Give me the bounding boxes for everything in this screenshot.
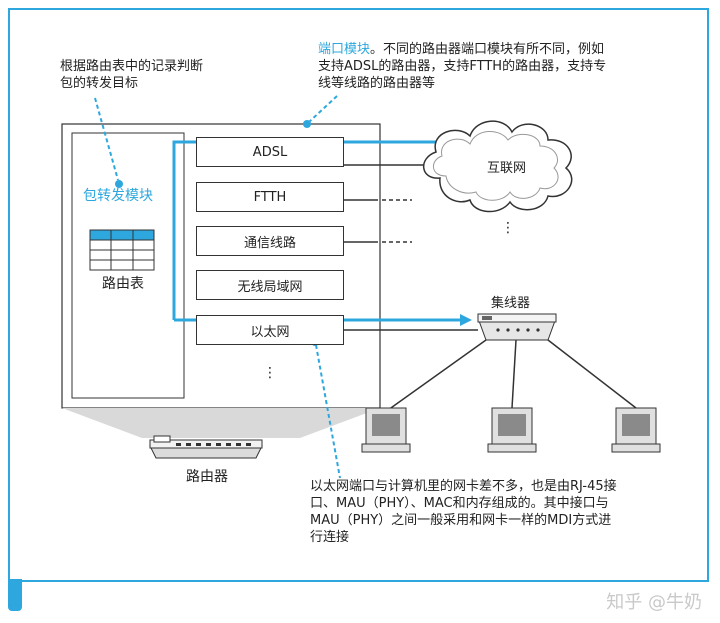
port-note-line3: 线等线路的路由器等 <box>318 76 436 91</box>
forward-note-dot <box>115 180 123 188</box>
port-wireless-lan: 无线局域网 <box>196 270 344 300</box>
hub-icon <box>477 313 557 341</box>
diagram-frame <box>8 8 709 582</box>
port-ftth: FTTH <box>196 182 344 212</box>
router-label: 路由器 <box>186 469 228 485</box>
port-leased-line: 通信线路 <box>196 226 344 256</box>
frame-tab <box>8 579 22 611</box>
ethernet-note-line2: 口、MAU（PHY）、MAC和内存组成的。其中接口与 <box>310 496 609 511</box>
port-note-line2: 支持ADSL的路由器，支持FTTH的路由器，支持专 <box>318 59 607 74</box>
internet-label: 互联网 <box>487 161 527 176</box>
computer-icon <box>611 407 661 453</box>
forward-note-line2: 包的转发目标 <box>60 76 139 91</box>
router-device-icon <box>149 435 263 459</box>
watermark: 知乎 @牛奶 <box>606 592 702 613</box>
port-ethernet: 以太网 <box>196 315 344 345</box>
port-adsl: ADSL <box>196 137 344 167</box>
ethernet-note-line4: 行连接 <box>310 530 350 545</box>
port-label: 无线局域网 <box>237 279 303 295</box>
internet-more-dots: ⋮ <box>501 220 515 236</box>
ethernet-note-line3: MAU（PHY）之间一般采用和网卡一样的MDI方式进 <box>310 513 612 528</box>
path-arrow-hub <box>460 314 472 326</box>
hub-label: 集线器 <box>491 296 531 311</box>
computer-icon <box>487 407 537 453</box>
routing-table-label: 路由表 <box>102 276 144 292</box>
forwarding-module-label: 包转发模块 <box>83 188 153 204</box>
port-note-line1-rest: 。不同的路由器端口模块有所不同，例如 <box>370 42 605 57</box>
forward-note-line1: 根据路由表中的记录判断 <box>60 59 204 74</box>
cloud-icon <box>423 120 573 213</box>
port-note-line1: 端口模块。不同的路由器端口模块有所不同，例如 <box>318 41 604 58</box>
ethernet-note-line1: 以太网端口与计算机里的网卡差不多，也是由RJ-45接 <box>310 479 617 494</box>
port-note-title: 端口模块 <box>318 42 371 57</box>
port-label: 以太网 <box>250 324 290 340</box>
port-note-leader <box>308 95 338 123</box>
port-label: 通信线路 <box>243 235 296 251</box>
router-base-shade <box>62 408 380 438</box>
hub-links <box>387 339 637 411</box>
port-note-dot <box>303 120 311 128</box>
port-label: FTTH <box>253 189 287 205</box>
computer-icon <box>361 407 411 453</box>
ethernet-note-leader <box>315 344 341 479</box>
ports-more-dots: ⋮ <box>263 365 277 381</box>
routing-table-icon <box>89 229 155 271</box>
forward-note-leader <box>94 97 119 181</box>
port-label: ADSL <box>252 144 288 160</box>
